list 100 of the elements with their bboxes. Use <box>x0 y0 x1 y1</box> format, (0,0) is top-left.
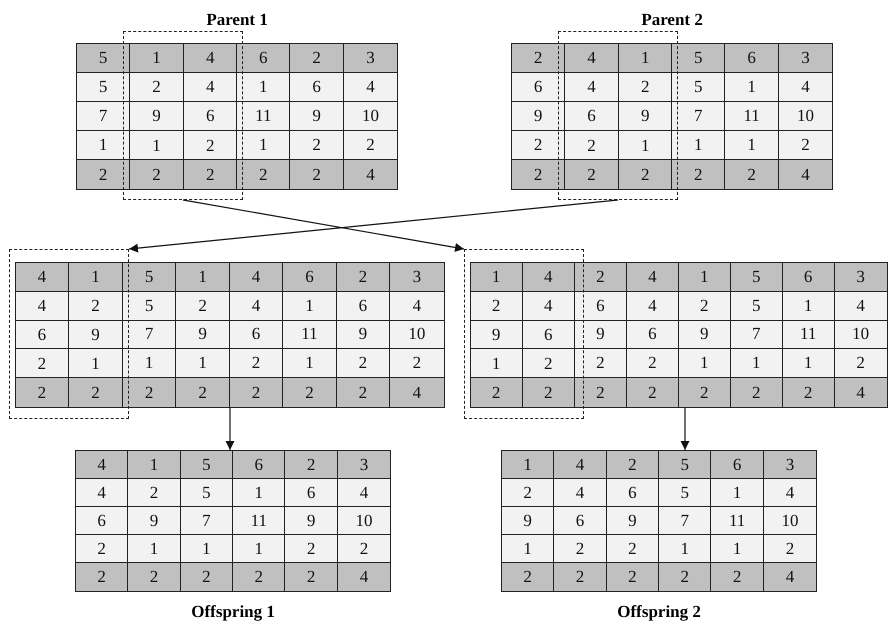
table-cell: 4 <box>764 563 816 591</box>
table-cell: 2 <box>574 263 627 292</box>
table-cell: 5 <box>730 292 783 321</box>
table-cell: 4 <box>834 378 887 407</box>
table-cell: 2 <box>128 479 181 507</box>
table-cell-text: 2 <box>90 382 101 404</box>
table-cell: 1 <box>725 73 779 102</box>
table-cell-text: 9 <box>151 105 162 128</box>
table-cell: 6 <box>290 73 344 102</box>
table-cell: 9 <box>606 507 660 535</box>
table-cell: 11 <box>711 507 764 535</box>
table-cell: 7 <box>77 102 130 131</box>
table-cell: 5 <box>77 44 130 73</box>
table-cell: 4 <box>554 451 607 479</box>
table-cell: 2 <box>336 263 390 292</box>
table-cell: 4 <box>230 292 284 321</box>
table-cell: 7 <box>730 320 783 350</box>
table-cell: 2 <box>176 378 230 407</box>
table-cell: 11 <box>237 102 290 131</box>
table-cell-text: 1 <box>151 46 162 69</box>
table-cell-text: 2 <box>640 164 650 186</box>
table-cell-text: 2 <box>586 134 597 157</box>
table-cell-text: 2 <box>490 294 502 317</box>
table-cell: 4 <box>390 378 444 407</box>
table-cell: 4 <box>554 479 607 507</box>
table-cell: 4 <box>76 451 128 479</box>
table-cell: 2 <box>606 451 660 479</box>
table-cell: 11 <box>782 320 835 350</box>
table-cell: 2 <box>502 479 554 507</box>
table-cell-text: 2 <box>204 134 216 157</box>
table-cell: 2 <box>290 44 344 73</box>
table-cell: 2 <box>237 160 290 189</box>
table-cell-text: 4 <box>36 266 48 288</box>
table-cell: 5 <box>659 451 712 479</box>
table-cell-text: 6 <box>586 105 597 128</box>
table-cell: 2 <box>512 44 566 73</box>
table-cell-text: 2 <box>90 294 101 317</box>
table-cell: 6 <box>285 479 338 507</box>
table-cell-text: 2 <box>151 76 162 98</box>
table-cell: 1 <box>283 292 337 321</box>
table-cell: 3 <box>344 44 398 73</box>
table-cell: 2 <box>180 563 234 591</box>
table-cell: 2 <box>230 378 284 407</box>
table-cell-text: 2 <box>36 382 48 404</box>
table-cell-text: 1 <box>490 353 502 376</box>
table-cell: 2 <box>502 563 554 591</box>
table-cell: 7 <box>180 507 234 535</box>
table-cell: 6 <box>574 292 627 321</box>
table-cell: 5 <box>122 292 176 321</box>
table-cell: 2 <box>77 160 130 189</box>
table-cell: 9 <box>336 320 390 350</box>
table-cell: 11 <box>725 102 779 131</box>
table-cell-text: 2 <box>543 382 554 404</box>
table-cell: 9 <box>574 320 627 350</box>
table-cell-text: 4 <box>586 46 597 69</box>
table-cell: 4 <box>764 479 816 507</box>
table-cell: 2 <box>606 563 660 591</box>
table-cell: 9 <box>176 320 230 350</box>
table-cell: 5 <box>122 263 176 292</box>
table-cell: 4 <box>230 263 284 292</box>
table-cell: 3 <box>778 44 832 73</box>
table-cell: 4 <box>626 263 679 292</box>
table-cell: 1 <box>502 451 554 479</box>
table-cell: 6 <box>237 44 290 73</box>
table-cell: 9 <box>678 320 731 350</box>
table-cell: 7 <box>122 320 176 350</box>
table-cell: 9 <box>128 507 181 535</box>
table-title: Parent 2 <box>640 10 704 30</box>
table-cell: 3 <box>764 451 816 479</box>
table-cell-text: 2 <box>640 76 650 98</box>
table-cell-text: 2 <box>36 353 48 376</box>
table-cell-text: 2 <box>151 164 162 186</box>
table-cell-text: 1 <box>90 266 101 288</box>
table-cell-text: 4 <box>204 76 216 98</box>
table-cell: 4 <box>778 160 832 189</box>
table-cell: 2 <box>176 292 230 321</box>
table-cell: 2 <box>336 378 390 407</box>
table-cell: 2 <box>574 378 627 407</box>
table-cell: 2 <box>782 378 835 407</box>
table-cell-text: 1 <box>640 46 650 69</box>
table-title: Offspring 1 <box>190 602 276 622</box>
table-cell: 2 <box>678 378 731 407</box>
table-cell-text: 1 <box>90 353 101 376</box>
table-cell: 6 <box>711 451 764 479</box>
table-cell: 7 <box>659 507 712 535</box>
table-cell-text: 1 <box>151 134 162 157</box>
arrow <box>128 199 618 253</box>
table-cell: 2 <box>678 292 731 321</box>
table-cell: 2 <box>233 563 286 591</box>
table-cell: 1 <box>678 263 731 292</box>
table-cell-text: 4 <box>204 46 216 69</box>
table-cell: 4 <box>344 160 398 189</box>
table-cell-text: 1 <box>490 266 502 288</box>
table-cell: 10 <box>764 507 816 535</box>
table-cell: 2 <box>285 563 338 591</box>
table-cell: 10 <box>834 320 887 350</box>
table-cell: 9 <box>285 507 338 535</box>
table-cell: 6 <box>725 44 779 73</box>
arrow <box>182 199 464 252</box>
table-cell: 2 <box>283 378 337 407</box>
